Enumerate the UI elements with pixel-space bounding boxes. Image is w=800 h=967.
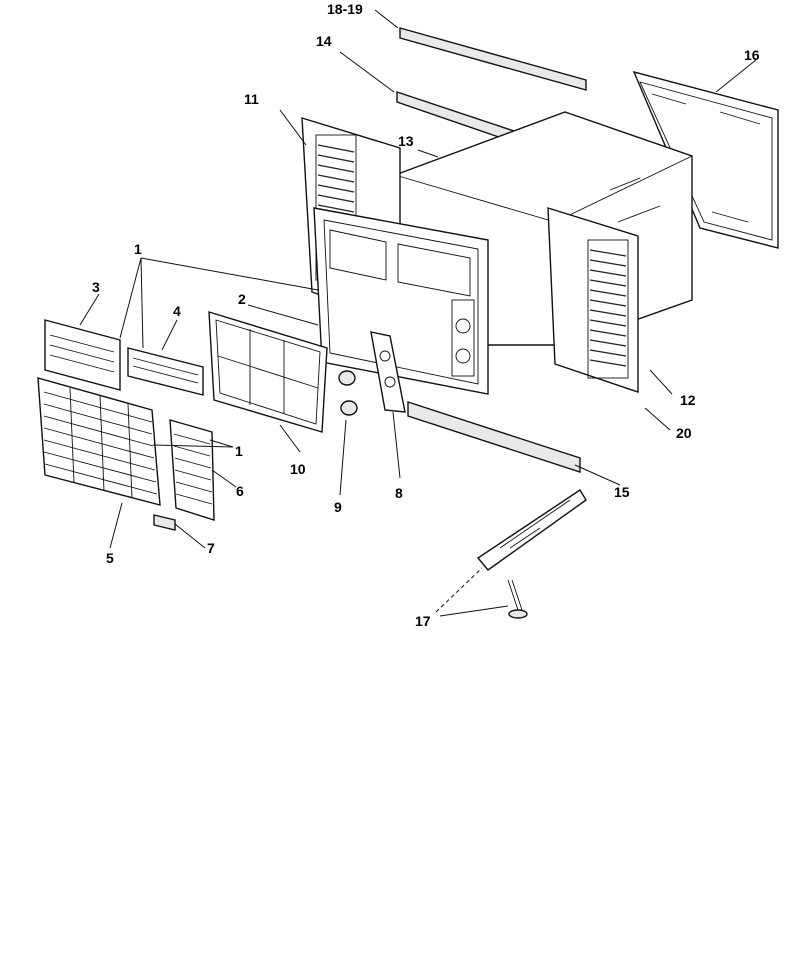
callout-5: 5 [106,550,114,566]
part-louver-right [127,347,204,396]
callout-17: 17 [415,613,431,629]
part-control-plate [370,331,406,413]
part-front-frame [313,207,489,395]
part-top-rail [399,27,587,91]
callout-20: 20 [676,425,692,441]
callout-4: 4 [173,303,181,319]
part-bottom-rail [407,401,581,473]
part-right-side-panel [547,207,639,393]
callout-13: 13 [398,133,414,149]
part-support-bracket [476,489,587,619]
callout-12: 12 [680,392,696,408]
callout-1-side: 1 [235,443,243,459]
part-front-grille [37,377,161,506]
callout-11: 11 [244,91,259,107]
callout-7: 7 [207,540,215,556]
part-knobs [338,370,358,416]
callout-10: 10 [290,461,306,477]
callout-2: 2 [238,291,246,307]
callout-14: 14 [316,33,332,49]
callout-3: 3 [92,279,100,295]
callout-1-top: 1 [134,241,142,257]
part-louver-left [44,319,121,391]
callout-16: 16 [744,47,760,63]
callout-8: 8 [395,485,403,501]
callout-labels: 18-19 14 16 11 13 1 3 2 4 1 10 6 9 8 15 … [92,1,760,629]
callout-6: 6 [236,483,244,499]
callout-18-19: 18-19 [327,1,363,17]
part-clip [153,514,176,531]
part-filter [208,311,328,433]
part-side-grille [169,419,215,521]
leader-lines [79,9,757,617]
callout-15: 15 [614,484,630,500]
callout-9: 9 [334,499,342,515]
